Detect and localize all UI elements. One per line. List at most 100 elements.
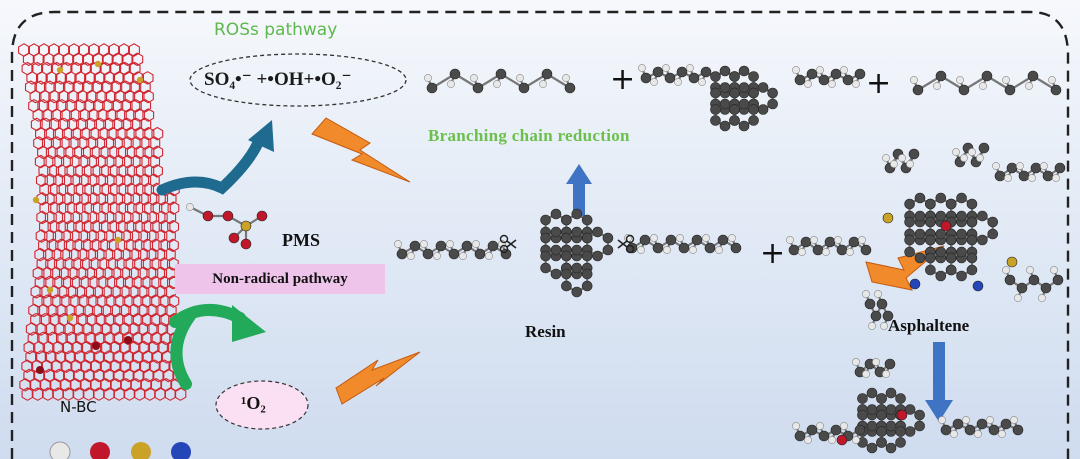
atom <box>665 234 677 246</box>
atom <box>977 210 988 222</box>
atom <box>945 252 957 264</box>
atom <box>540 262 551 274</box>
dopant-atom <box>36 366 44 374</box>
atom <box>840 66 848 74</box>
scissors-icon <box>617 234 635 254</box>
atom <box>935 270 947 282</box>
atom <box>702 234 710 242</box>
atom <box>717 234 729 246</box>
atom <box>757 104 769 115</box>
atom <box>857 393 868 404</box>
atom <box>885 387 897 399</box>
asphaltene-label: Asphaltene <box>888 316 970 335</box>
atom <box>830 424 842 436</box>
green-curved-arrow-icon <box>170 310 196 390</box>
atom <box>836 244 848 256</box>
atom <box>710 87 721 99</box>
atom <box>866 404 878 415</box>
atom <box>540 232 551 244</box>
dopant-atom <box>32 196 40 204</box>
atom <box>704 242 716 254</box>
atom <box>952 148 960 156</box>
atom <box>846 248 854 256</box>
atom <box>830 68 842 80</box>
atom <box>674 78 682 86</box>
atom <box>895 437 906 448</box>
dopant-atom <box>56 66 64 74</box>
atom <box>788 244 800 256</box>
atom <box>1026 266 1034 274</box>
atom <box>394 240 402 248</box>
dashed-frame <box>10 10 1070 459</box>
plus-sign: + <box>610 62 636 97</box>
atom <box>858 236 866 244</box>
singlet-oxygen-ellipse <box>215 380 309 430</box>
atom <box>854 424 866 436</box>
atom <box>1027 70 1039 82</box>
atom <box>925 216 936 228</box>
atom <box>424 74 432 82</box>
ros-ellipse <box>189 53 407 107</box>
atom <box>698 78 706 86</box>
product-alkane-left <box>424 68 576 94</box>
atom <box>904 216 915 228</box>
atom <box>602 244 614 256</box>
atom <box>256 210 268 222</box>
atom <box>581 268 593 280</box>
atom <box>798 248 806 256</box>
atom <box>662 64 670 72</box>
lightning-icon <box>335 351 421 405</box>
atom <box>485 252 493 260</box>
dopant-atom <box>124 336 132 344</box>
atom <box>840 422 848 430</box>
atom <box>592 250 603 262</box>
atom <box>719 65 731 77</box>
atom <box>882 212 894 224</box>
atom <box>925 264 936 276</box>
atom <box>885 442 897 454</box>
atom <box>495 68 507 80</box>
atom <box>1004 84 1016 96</box>
atom <box>804 436 812 444</box>
atom <box>581 250 593 262</box>
atom <box>876 437 887 448</box>
dopant-atom <box>94 60 102 68</box>
atom <box>914 192 926 204</box>
atom <box>960 154 968 162</box>
atom <box>470 74 478 82</box>
atom <box>539 80 547 88</box>
atom <box>691 234 703 246</box>
atom <box>824 236 836 248</box>
atom <box>571 262 583 274</box>
atom <box>816 66 824 74</box>
nbc-graphene-sheet <box>18 43 187 401</box>
atom <box>904 426 916 437</box>
atom <box>956 228 967 240</box>
atom <box>935 70 947 82</box>
atom <box>945 264 957 276</box>
atom <box>228 232 240 244</box>
atom <box>738 120 750 132</box>
atom <box>638 64 646 72</box>
atom <box>448 248 460 260</box>
atom <box>935 210 947 222</box>
atom <box>1048 76 1056 84</box>
atom <box>876 426 887 437</box>
atom <box>862 290 870 298</box>
atom <box>925 252 936 264</box>
atom <box>700 66 712 78</box>
pms-molecule <box>186 203 268 250</box>
atom <box>1002 76 1010 84</box>
atom <box>1006 162 1018 174</box>
atom <box>940 424 952 436</box>
atom <box>964 424 976 436</box>
dopant-atom <box>136 76 144 84</box>
atom <box>561 280 572 292</box>
atom <box>940 220 952 232</box>
atom <box>979 82 987 90</box>
atom <box>637 246 645 254</box>
atom <box>800 236 812 248</box>
atom <box>1028 274 1040 286</box>
atom <box>895 426 906 437</box>
atom <box>870 310 882 322</box>
